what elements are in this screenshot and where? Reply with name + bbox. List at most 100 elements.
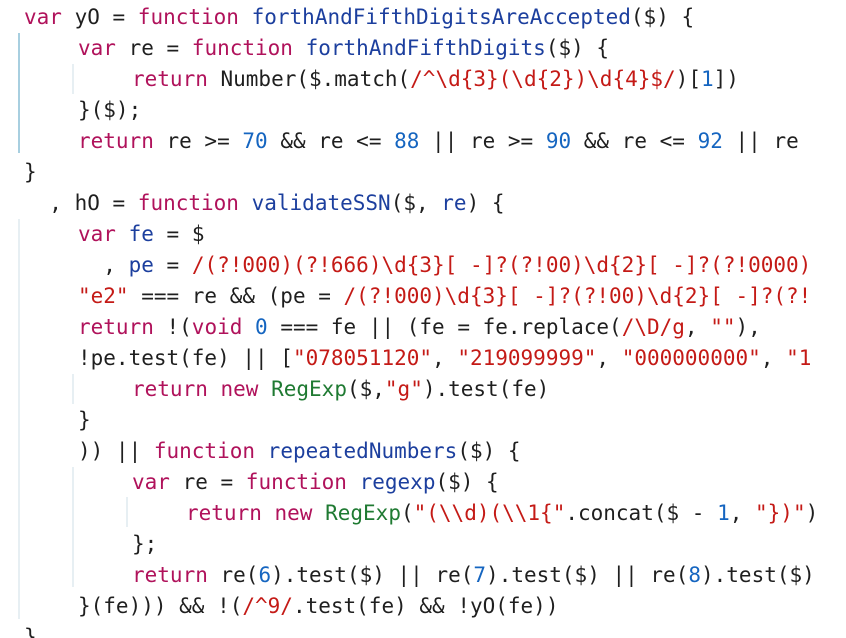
code-token: && re <= <box>571 129 698 153</box>
code-line[interactable]: return new RegExp($,"g").test(fe) <box>132 374 549 405</box>
code-token: /\D/g <box>621 315 685 339</box>
code-token: /^9/ <box>242 594 293 618</box>
code-token: ($, <box>390 191 442 215</box>
code-token: function <box>191 36 293 60</box>
code-token: ), <box>735 315 761 339</box>
code-line[interactable]: }(fe))) && !(/^9/.test(fe) && !yO(fe)) <box>78 591 558 622</box>
code-token: return <box>132 563 208 587</box>
code-token <box>208 377 221 401</box>
code-line[interactable]: return Number($.match(/^\d{3}(\d{2})\d{4… <box>132 64 739 95</box>
code-token: 6 <box>258 563 272 587</box>
code-token: Number($.match( <box>207 67 411 91</box>
code-line[interactable]: var fe = $ <box>78 219 204 250</box>
code-token <box>312 501 325 525</box>
code-token: === re && (pe = <box>128 284 344 308</box>
code-token: re( <box>207 563 259 587</box>
code-token: ) { <box>466 191 505 215</box>
code-token: void <box>191 315 243 339</box>
code-token: !pe.test(fe) || [ <box>78 346 293 370</box>
code-token <box>239 5 252 29</box>
code-token: = $ <box>153 222 205 246</box>
code-token: var <box>78 222 116 246</box>
code-token: re >= <box>153 129 243 153</box>
code-token: 7 <box>473 563 487 587</box>
code-line[interactable]: var re = function forthAndFifthDigits($)… <box>78 33 609 64</box>
indent-guide <box>72 374 74 404</box>
code-token: re <box>441 191 467 215</box>
code-token: 88 <box>394 129 420 153</box>
code-token: "(\\d)(\\1{" <box>413 501 566 525</box>
code-token: || re >= <box>419 129 546 153</box>
code-token: )[ <box>675 67 701 91</box>
code-token: === fe || (fe = fe.replace( <box>267 315 622 339</box>
code-token: function <box>153 439 256 463</box>
code-token: "000000000" <box>621 346 761 370</box>
code-token: var <box>132 470 170 494</box>
code-token: function <box>137 5 239 29</box>
indent-guide <box>18 219 20 619</box>
code-token: "219099999" <box>457 346 597 370</box>
code-token: new <box>274 501 313 525</box>
code-token: /(?!000)(?!666)\d{3}[ -]?(?!00)\d{2}[ -]… <box>191 253 812 277</box>
code-token: new <box>220 377 259 401</box>
code-token: yO = <box>61 5 138 29</box>
code-token: forthAndFifthDigitsAreAccepted <box>251 5 631 29</box>
code-token: ) <box>805 501 819 525</box>
code-token: 70 <box>242 129 268 153</box>
code-line[interactable]: , hO = function validateSSN($, re) { <box>24 188 505 219</box>
code-line[interactable]: } <box>24 622 37 638</box>
code-token: re = <box>115 36 192 60</box>
code-line[interactable]: !pe.test(fe) || ["078051120", "219099999… <box>78 343 811 374</box>
code-token: ($) { <box>545 36 610 60</box>
code-token: }(fe))) && !( <box>78 594 243 618</box>
code-token: 90 <box>545 129 572 153</box>
code-line[interactable]: }; <box>132 529 157 560</box>
code-token: } <box>24 625 37 638</box>
code-token: /^\d{3}(\d{2})\d{4}$/ <box>410 67 676 91</box>
code-line[interactable]: return new RegExp("(\\d)(\\1{".concat($ … <box>186 498 818 529</box>
code-line[interactable]: return re(6).test($) || re(7).test($) ||… <box>132 560 815 591</box>
code-token: return <box>132 67 208 91</box>
indent-guide <box>72 467 74 587</box>
code-token: }($); <box>78 98 142 122</box>
code-token: !( <box>153 315 192 339</box>
code-token: forthAndFifthDigits <box>305 36 546 60</box>
code-token: regexp <box>359 470 436 494</box>
code-token: 92 <box>697 129 723 153</box>
code-token: "078051120" <box>292 346 433 370</box>
code-token: "g" <box>384 377 423 401</box>
code-token <box>293 36 306 60</box>
code-line[interactable]: }($); <box>78 95 141 126</box>
code-line[interactable]: } <box>78 405 91 436</box>
code-token: ( <box>400 501 414 525</box>
code-line[interactable]: return re >= 70 && re <= 88 || re >= 90 … <box>78 126 799 157</box>
code-token <box>258 377 271 401</box>
code-token: RegExp <box>271 377 347 401</box>
code-token: }; <box>132 532 158 556</box>
code-token: RegExp <box>325 501 401 525</box>
code-line[interactable]: var yO = function forthAndFifthDigitsAre… <box>24 2 694 33</box>
code-line[interactable]: , pe = /(?!000)(?!666)\d{3}[ -]?(?!00)\d… <box>78 250 811 281</box>
indent-guide <box>72 64 74 94</box>
code-token: 1 <box>700 67 714 91</box>
code-token: pe <box>128 253 154 277</box>
code-token: "e2" <box>78 284 129 308</box>
code-token: , <box>684 315 711 339</box>
code-token: )) || <box>78 439 154 463</box>
code-token: , <box>78 253 129 277</box>
code-token: .test(fe) && !yO(fe)) <box>292 594 559 618</box>
code-token: , <box>596 346 622 370</box>
code-line[interactable]: return !(void 0 === fe || (fe = fe.repla… <box>78 312 761 343</box>
code-line[interactable]: var re = function regexp($) { <box>132 467 499 498</box>
code-line[interactable]: "e2" === re && (pe = /(?!000)\d{3}[ -]?(… <box>78 281 811 312</box>
code-token: 0 <box>255 315 268 339</box>
code-token <box>116 222 129 246</box>
indent-guide <box>126 497 128 527</box>
code-token: "})" <box>755 501 806 525</box>
code-token <box>262 501 275 525</box>
code-token: ).test($) || re( <box>486 563 689 587</box>
code-line[interactable]: } <box>24 157 37 188</box>
code-line[interactable]: )) || function repeatedNumbers($) { <box>78 436 521 467</box>
code-token: validateSSN <box>251 191 391 215</box>
